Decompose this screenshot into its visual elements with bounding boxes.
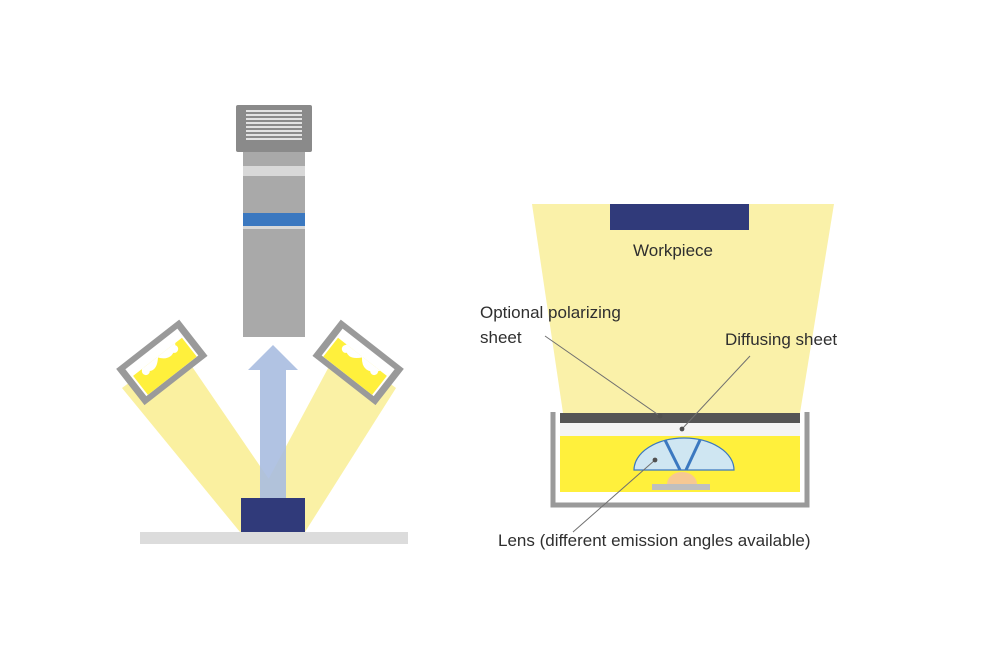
leader-dots	[652, 413, 685, 463]
led-chip	[667, 472, 697, 484]
left-setup	[116, 105, 408, 544]
led-base	[652, 484, 710, 490]
label-diffusing: Diffusing sheet	[725, 330, 838, 349]
right-workpiece	[610, 204, 749, 230]
left-workpiece	[241, 498, 305, 532]
left-lamp	[116, 319, 208, 406]
label-polarizing-line2: sheet	[480, 328, 522, 347]
camera	[236, 105, 312, 337]
camera-grille	[246, 110, 302, 140]
label-polarizing-line1: Optional polarizing	[480, 303, 621, 322]
camera-filter-band	[243, 213, 305, 226]
leader-lines	[544, 335, 751, 533]
polarizing-sheet	[560, 413, 800, 423]
label-workpiece: Workpiece	[633, 241, 713, 260]
left-light-beam	[122, 346, 305, 532]
base-stage	[140, 532, 408, 544]
light-cone	[532, 204, 834, 413]
label-lens: Lens (different emission angles availabl…	[498, 531, 811, 550]
right-setup	[532, 204, 834, 533]
housing	[550, 412, 810, 508]
lens-dome	[633, 437, 735, 471]
reflection-arrow	[248, 345, 298, 500]
right-lamp	[312, 319, 404, 406]
